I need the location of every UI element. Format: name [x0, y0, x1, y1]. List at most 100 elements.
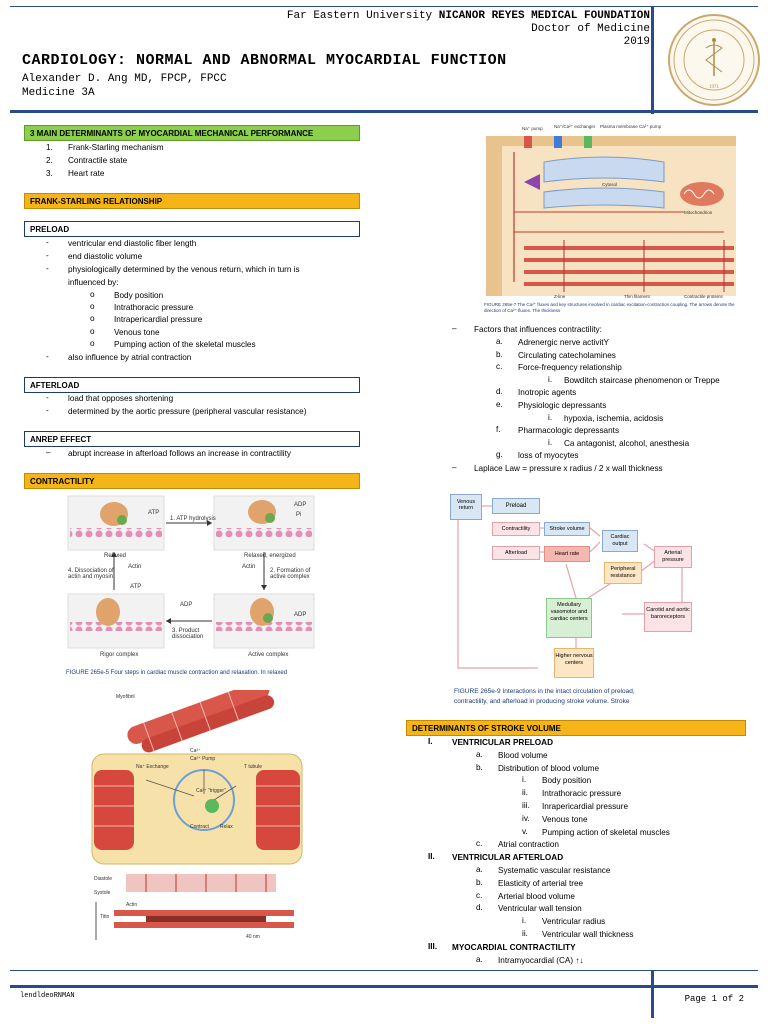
sv-item: Distribution of blood volume — [498, 763, 600, 773]
fig2-label-t-tubule: T tubule — [244, 764, 262, 770]
header-rule-bottom — [10, 110, 758, 113]
fig2-label-titin: Titin — [100, 914, 110, 920]
fig2-label-nm: 40 nm — [246, 934, 260, 940]
bullet-circle: o — [90, 290, 95, 299]
page-number: Page 1 of 2 — [684, 994, 744, 1004]
determinant-item: 1. — [46, 143, 53, 152]
fig1-label-rigor: Rigor complex — [100, 652, 139, 658]
figure-ec-coupling: Na⁺ pump Na⁺/Ca²⁺ exchanger Plasma membr… — [484, 122, 738, 318]
fig3-label-z-line: Z-line — [554, 294, 566, 299]
fig1-label-atp: ATP — [148, 510, 160, 516]
node-venous-return: Venous return — [450, 494, 482, 520]
sv-item: Ventricular wall tension — [498, 904, 582, 914]
bullet-dash: - — [46, 393, 49, 402]
sv-marker: b. — [476, 762, 483, 772]
node-stroke-volume: Stroke volume — [544, 522, 590, 536]
sv-marker: c. — [476, 890, 483, 900]
factor-marker: b. — [496, 349, 503, 359]
author-block: Alexander D. Ang MD, FPCP, FPCC Medicine… — [22, 72, 227, 100]
fig3-label-cytosol: Cytosol — [602, 182, 618, 187]
factor-marker: d. — [496, 387, 503, 397]
factor-item: Circulating catecholamines — [518, 350, 616, 360]
sv-heading: MYOCARDIAL CONTRACTILITY — [452, 942, 576, 952]
factor-item: Adrenergic nerve activitY — [518, 338, 610, 347]
section-stroke-volume-header: DETERMINANTS OF STROKE VOLUME — [406, 720, 746, 736]
figure-circulation-interactions: Venous return Preload Contractility Stro… — [448, 488, 712, 712]
determinant-item: 3. — [46, 169, 53, 178]
fig1-label-atp: ATP — [130, 584, 142, 590]
sv-marker: iii. — [522, 801, 530, 810]
preload-item: also influence by atrial contraction — [68, 353, 192, 362]
fig2-label-contract: Contract — [190, 824, 209, 830]
fig1-label-formation: 2. Formation of active complex — [270, 568, 311, 580]
factor-subitem: Ca antagonist, alcohol, anesthesia — [564, 438, 690, 448]
sv-item: Ventricular wall thickness — [542, 930, 634, 939]
anrep-item: abrupt increase in afterload follows an … — [68, 449, 291, 458]
university-seal: 1971 — [668, 14, 760, 106]
section-contractility-header: CONTRACTILITY — [24, 473, 360, 489]
factor-subitem: Bowditch staircase phenomenon or Treppe — [564, 375, 720, 385]
factor-marker: a. — [496, 337, 503, 346]
determinant-item-text: Frank-Starling mechanism — [68, 143, 164, 152]
sv-marker: c. — [476, 839, 483, 849]
fig2-label-relax: Relax — [220, 824, 233, 830]
fig2-label-ca-trigger: Ca²⁺ "trigger" — [196, 788, 226, 794]
sv-item: Blood volume — [498, 750, 548, 760]
factor-marker: f. — [496, 425, 501, 435]
bullet-dash: - — [46, 251, 49, 260]
sv-marker: a. — [476, 954, 483, 964]
sv-item: Intrathoracic pressure — [542, 789, 622, 799]
bullet-dash: - — [46, 264, 49, 273]
fig3-label-contractile: Contractile proteins — [684, 294, 723, 299]
fig4-caption-line1: FIGURE 265e-9 Interactions in the intact… — [454, 688, 635, 695]
node-afterload: Afterload — [492, 546, 540, 560]
node-cardiac-output: Cardiac output — [602, 530, 638, 552]
sv-marker: b. — [476, 877, 483, 887]
preload-subitem: Intrathoracic pressure — [114, 303, 194, 312]
bullet-dash: – — [452, 463, 457, 472]
bullet-circle: o — [90, 339, 95, 348]
fig3-label-plasma-pump: Plasma membrane Ca²⁺ pump — [600, 124, 662, 129]
factors-lead: Factors that influences contractility: — [474, 325, 602, 334]
factor-marker: i. — [548, 437, 553, 447]
factor-item: Physiologic depressants — [518, 401, 607, 410]
afterload-item: determined by the aortic pressure (perip… — [68, 407, 307, 416]
page-title: CARDIOLOGY: NORMAL AND ABNORMAL MYOCARDI… — [22, 52, 507, 69]
section-anrep-header: ANREP EFFECT — [24, 431, 360, 447]
bullet-dash: - — [46, 406, 49, 415]
factor-subitem: hypoxia, ischemia, acidosis — [564, 413, 664, 423]
node-medullary-centers: Medullary vasomotor and cardiac centers — [546, 598, 592, 638]
node-carotid-baroreceptors: Carotid and aortic baroreceptors — [644, 602, 692, 632]
section-frank-starling-header: FRANK-STARLING RELATIONSHIP — [24, 193, 360, 209]
factor-marker: e. — [496, 400, 503, 409]
footer-rule-thick — [10, 985, 758, 988]
section-preload-header: PRELOAD — [24, 221, 360, 237]
fig1-label-product: 3. Product dissociation — [172, 628, 204, 640]
preload-subitem: Body position — [114, 291, 164, 300]
fig2-label-systole: Systole — [94, 890, 111, 896]
sv-item: Body position — [542, 776, 592, 786]
sv-marker: I. — [428, 737, 433, 746]
preload-item-cont: influenced by: — [68, 278, 119, 287]
course-name: Medicine 3A — [22, 87, 95, 99]
bullet-circle: o — [90, 302, 95, 311]
header-rule-vertical — [651, 6, 654, 114]
sv-item: Arterial blood volume — [498, 891, 575, 901]
sv-marker: ii. — [522, 929, 528, 938]
sv-item: Ventricular radius — [542, 917, 606, 927]
institution-block: Far Eastern University NICANOR REYES MED… — [287, 10, 650, 49]
header-rule-top — [10, 6, 758, 7]
fig2-label-ca-pump: Ca²⁺ Pump — [190, 756, 216, 762]
factor-marker: g. — [496, 450, 503, 460]
fig2-label-ca: Ca²⁺ — [190, 748, 201, 754]
sv-item: Intramyocardial (CA) ↑↓ — [498, 955, 584, 965]
fig4-caption-line2: contractility, and afterload in producin… — [454, 698, 630, 705]
preload-subitem: Pumping action of the skeletal muscles — [114, 340, 256, 349]
author-name: Alexander D. Ang MD, FPCP, FPCC — [22, 73, 227, 85]
factor-marker: i. — [548, 412, 553, 422]
factor-item: loss of myocytes — [518, 451, 579, 461]
fig3-label-na-pump: Na⁺ pump — [522, 126, 543, 131]
node-heart-rate: Heart rate — [544, 546, 590, 562]
figure-cardiac-muscle-structure: Myofibril Ca²⁺ Na⁺ Exchange Ca²⁺ Pump T … — [86, 680, 310, 956]
sv-marker: II. — [428, 852, 435, 862]
